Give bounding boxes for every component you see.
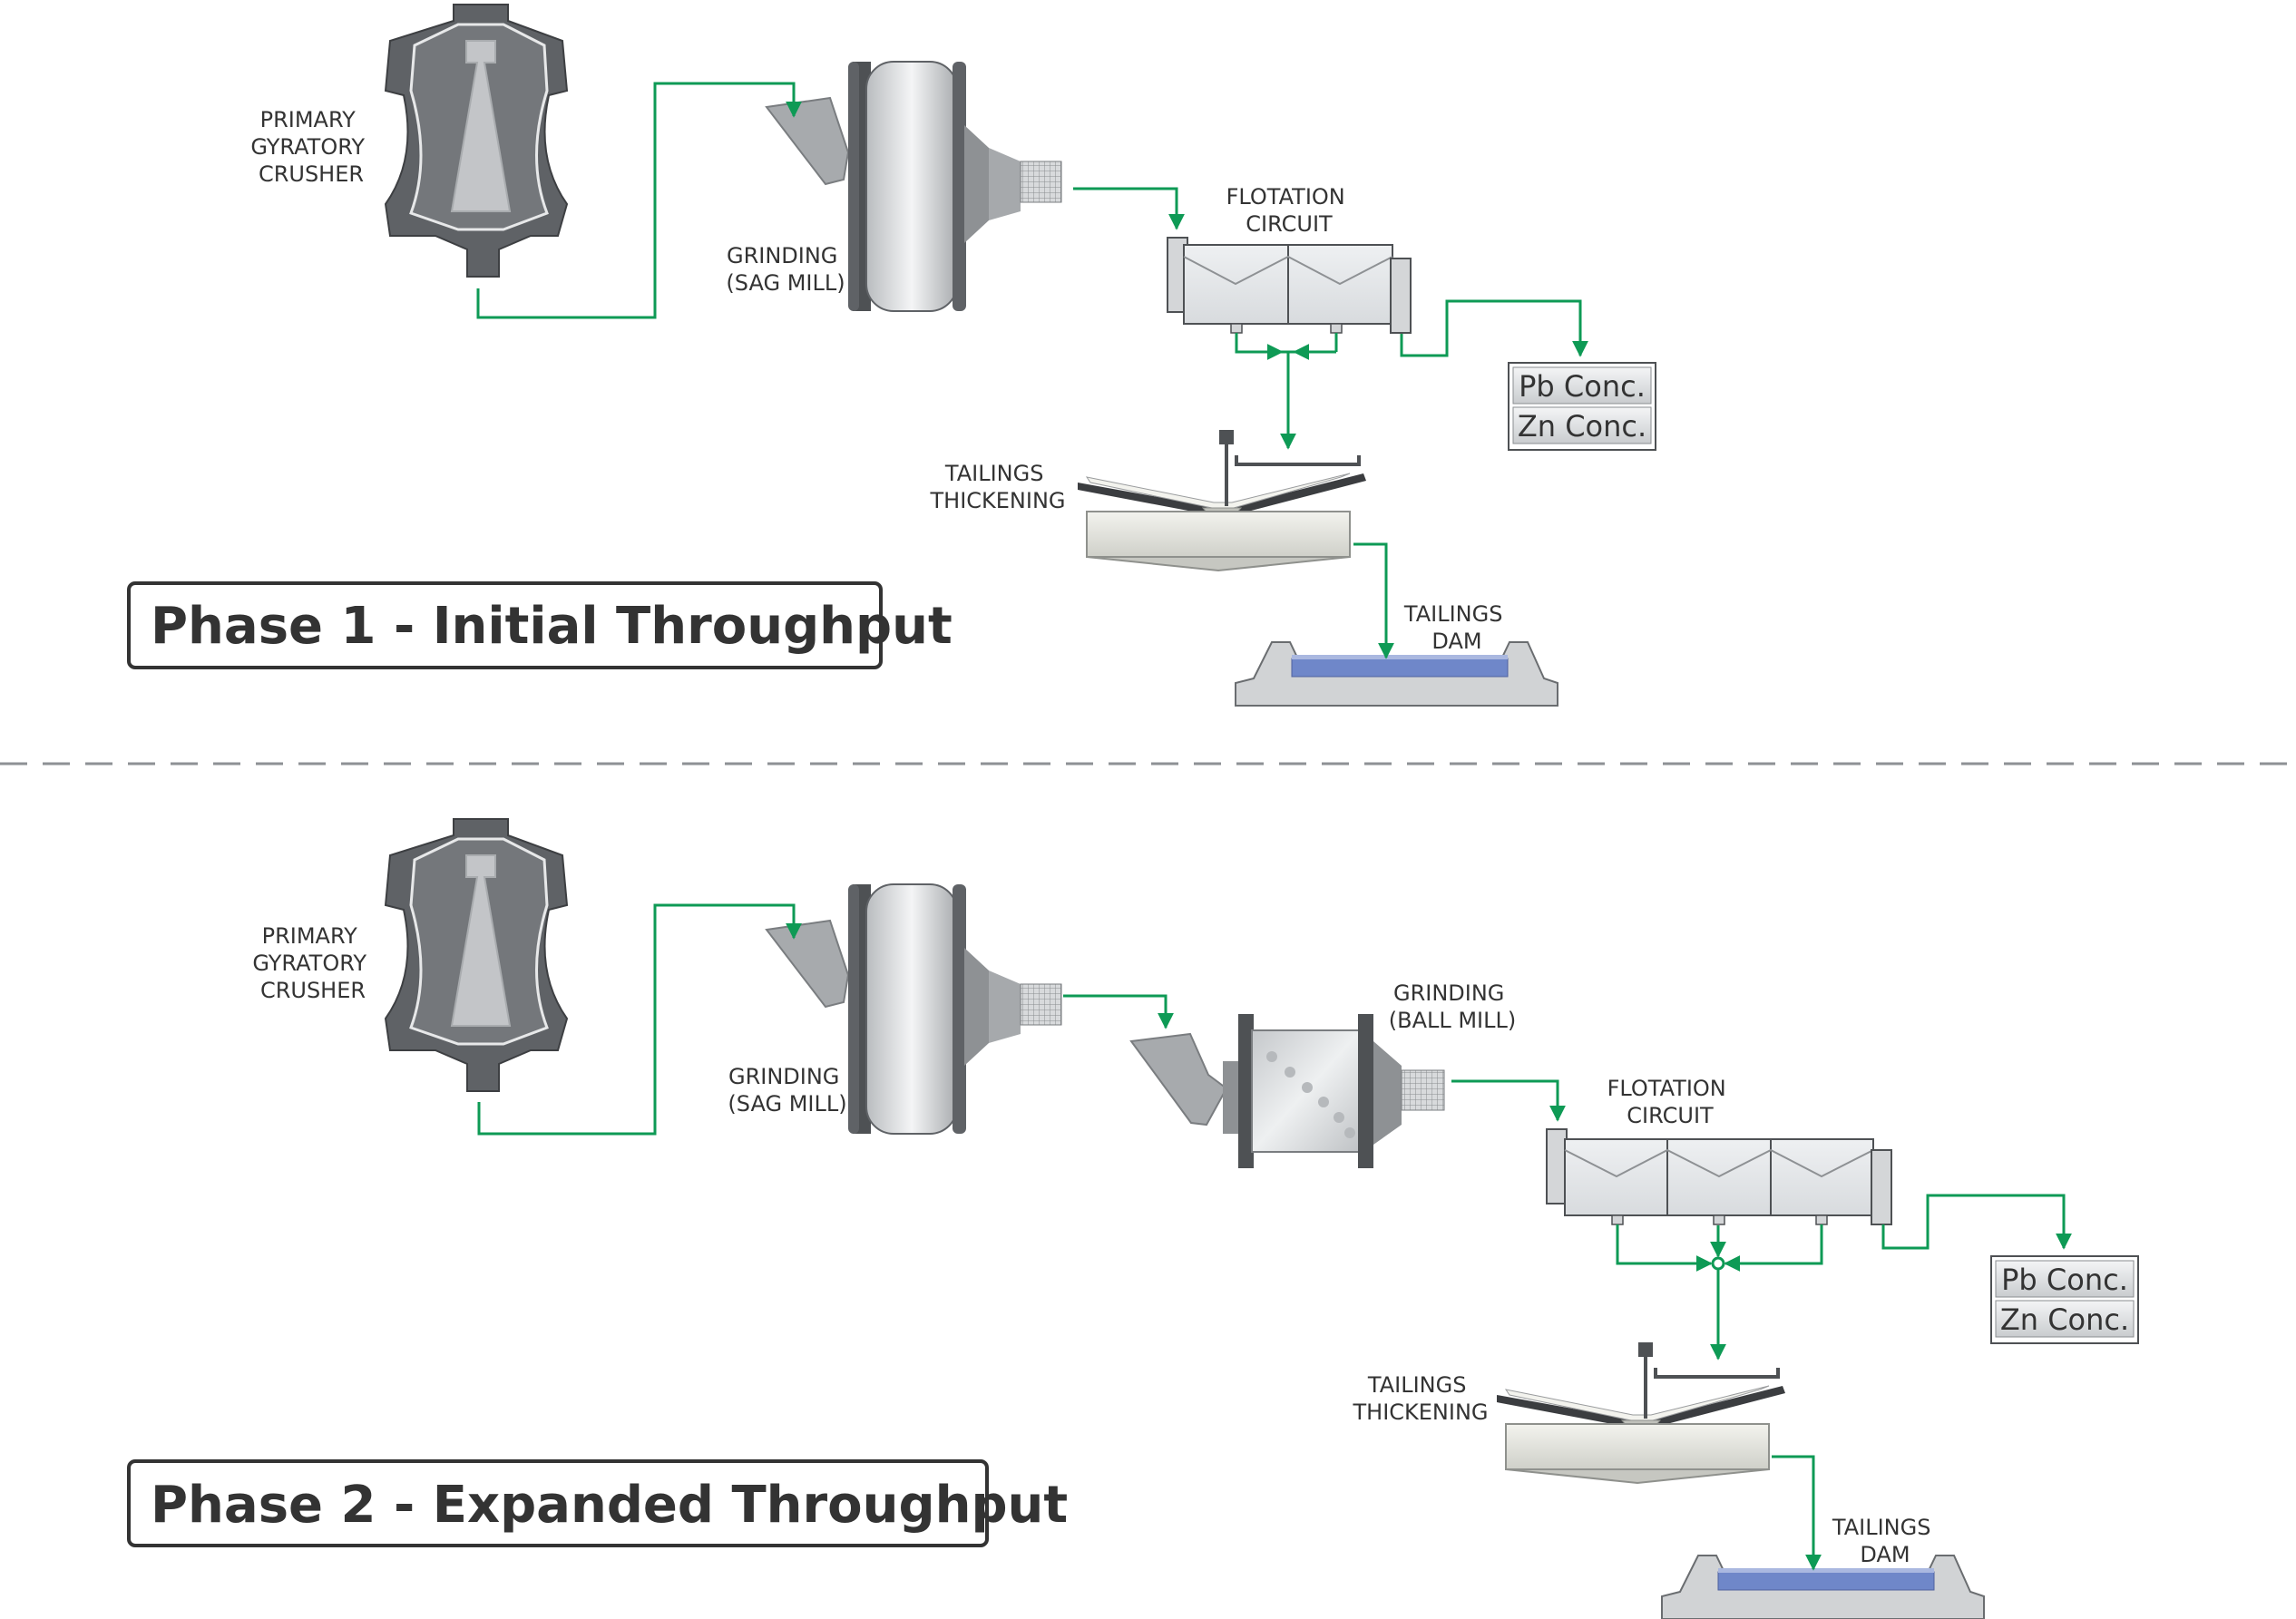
phase1-thickening-label: TAILINGS THICKENING <box>929 461 1065 513</box>
phase2-thickening-label: TAILINGS THICKENING <box>1352 1372 1488 1425</box>
phase1-pb-conc: Pb Conc. <box>1519 369 1646 404</box>
phase2-tailings-thickener <box>1495 1341 1787 1485</box>
phase2-zn-conc: Zn Conc. <box>2000 1302 2129 1337</box>
phase2-ball-label: GRINDING (BALL MILL) <box>1389 980 1517 1033</box>
phase1-section: PRIMARY GYRATORY CRUSHER GRINDING (SAG M… <box>127 3 1656 707</box>
phase2-pb-conc: Pb Conc. <box>2001 1263 2128 1297</box>
phase1-flotation-circuit <box>1167 237 1412 334</box>
phase1-concentrate-box: Pb Conc. Zn Conc. <box>1508 362 1656 451</box>
phase2-sag-label: GRINDING (SAG MILL) <box>728 1064 846 1117</box>
phase2-flow-lines <box>477 903 2072 1571</box>
phase2-gyratory-crusher <box>384 817 569 1093</box>
phase1-tailings-thickener <box>1076 428 1368 572</box>
phase1-sag-label: GRINDING (SAG MILL) <box>726 243 845 296</box>
phase2-crusher-label: PRIMARY GYRATORY CRUSHER <box>252 923 373 1003</box>
phase2-flotation-label: FLOTATION CIRCUIT <box>1607 1076 1734 1128</box>
phase1-tailings-dam <box>1235 641 1558 707</box>
phase2-title: Phase 2 - Expanded Throughput <box>151 1476 1068 1535</box>
phase1-flotation-label: FLOTATION CIRCUIT <box>1226 184 1353 237</box>
phase2-section: PRIMARY GYRATORY CRUSHER GRINDING (SAG M… <box>127 817 2139 1619</box>
phase1-flow-lines <box>476 82 1588 659</box>
phase2-title-box: Phase 2 - Expanded Throughput <box>127 1459 1068 1547</box>
phase1-crusher-label: PRIMARY GYRATORY CRUSHER <box>250 107 371 187</box>
phase2-dam-label: TAILINGS DAM <box>1832 1515 1938 1567</box>
phase1-gyratory-crusher <box>384 3 569 278</box>
phase2-ball-mill <box>1129 1014 1445 1168</box>
phase1-title-box: Phase 1 - Initial Throughput <box>127 581 953 669</box>
phase2-flotation-circuit <box>1546 1128 1892 1225</box>
phase1-zn-conc: Zn Conc. <box>1518 409 1646 444</box>
phase1-dam-label: TAILINGS DAM <box>1403 601 1509 654</box>
phase2-tailings-dam <box>1661 1555 1985 1619</box>
phase2-concentrate-box: Pb Conc. Zn Conc. <box>1990 1255 2139 1344</box>
phase1-title: Phase 1 - Initial Throughput <box>151 597 953 656</box>
